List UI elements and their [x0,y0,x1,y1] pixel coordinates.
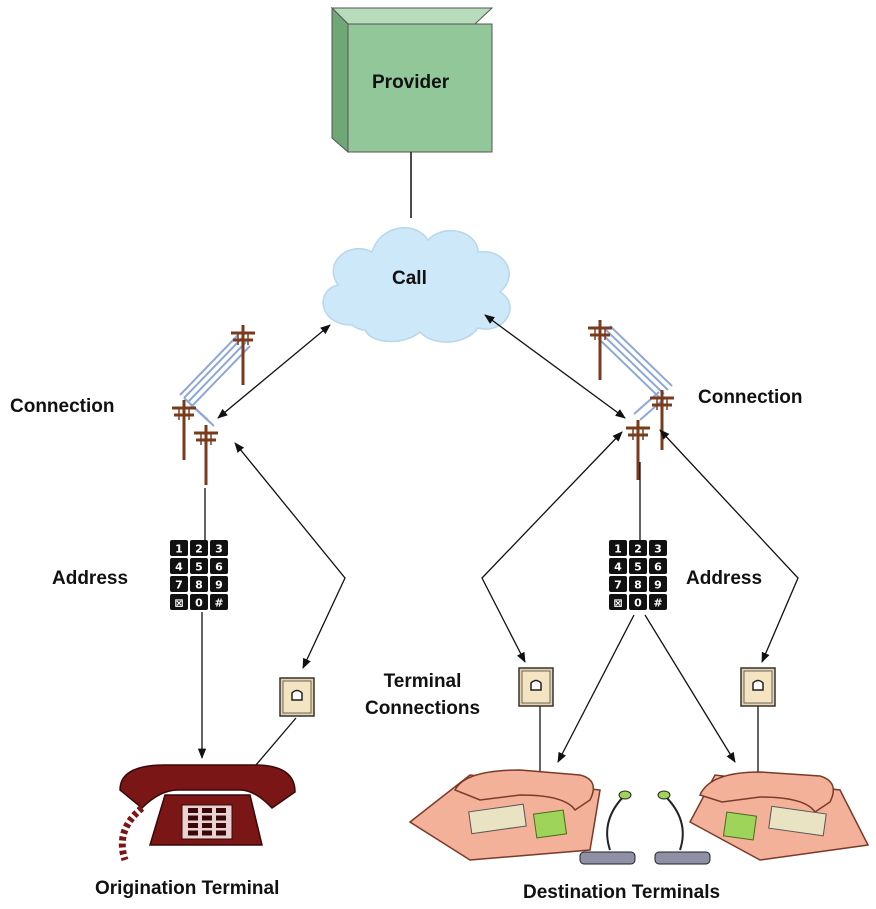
keypad-key [629,576,647,592]
keypad-key [629,558,647,574]
phone-button [216,830,226,836]
telephone-pole-icon [170,323,257,487]
rotary-phone-icon [118,764,296,862]
phone-button [216,815,226,821]
terminal-connections-label: Terminal Connections [360,668,485,722]
keypad-key [629,594,647,610]
keypad-key-label: ⊠ [174,597,183,610]
provider-label: Provider [372,72,450,93]
keypad-key-label: # [214,597,223,610]
desk-phone-icon [688,771,870,861]
keypad-key [609,576,627,592]
keypad-key [649,576,667,592]
keypad-key [190,558,208,574]
address-label-right: Address [686,568,763,589]
keypad-key-label: ⊠ [613,597,622,610]
keypad-key-label: 0 [195,597,203,610]
keypad-key [609,558,627,574]
phone-button [202,830,212,836]
keypad-key-label: 4 [175,561,183,574]
keypad-key-label: # [653,597,662,610]
keypad-key-label: 3 [654,543,662,556]
address-label-left: Address [52,568,129,589]
keypad-key [609,540,627,556]
keypad-key-label: 5 [634,561,642,574]
keypad-key-label: 3 [215,543,223,556]
keypad-key [170,540,188,556]
phone-button [188,830,198,836]
keypad-key [649,540,667,556]
keypad-key [210,540,228,556]
destination-terminals-label: Destination Terminals [523,882,721,903]
call-label: Call [392,268,427,289]
connection-label-right: Connection [698,387,803,408]
keypad-key [609,594,627,610]
keypad-key [649,558,667,574]
keypad-key [210,594,228,610]
keypad-key [210,558,228,574]
cloud-icon [322,227,511,343]
keypad-key [170,558,188,574]
keypad-key [170,576,188,592]
keypad-key [170,594,188,610]
keypad-key-label: 9 [654,579,662,592]
terminal-connections-line1: Terminal [383,671,462,692]
headset-icon [654,790,711,865]
keypad-key [629,540,647,556]
connection-label-left: Connection [10,396,115,417]
keypad-key [190,540,208,556]
phone-button [202,815,212,821]
headset-icon [579,790,636,865]
wall-jack-icon [518,667,554,707]
phone-button [188,808,198,813]
terminal-connections-line2: Connections [364,698,481,719]
wall-jack-icon [740,667,776,707]
keypad-key [210,576,228,592]
keypad-key-label: 2 [195,543,203,556]
keypad-key-label: 2 [634,543,642,556]
keypad-key-label: 1 [614,543,622,556]
keypad-key-label: 9 [215,579,223,592]
cube-icon [330,6,494,154]
phone-button [216,823,226,828]
wall-jack-icon [279,677,315,717]
origination-terminal-label: Origination Terminal [95,878,280,899]
keypad-key [190,576,208,592]
keypad-key-label: 4 [614,561,622,574]
phone-button [188,823,198,828]
phone-button [188,815,198,821]
phone-button [216,808,226,813]
keypad-key-label: 0 [634,597,642,610]
keypad-key-label: 6 [215,561,223,574]
keypad-key-label: 6 [654,561,662,574]
phone-button [202,823,212,828]
phone-button [202,808,212,813]
keypad-key-label: 8 [195,579,203,592]
keypad-key-label: 1 [175,543,183,556]
desk-phone-icon [408,769,601,861]
keypad-key-label: 8 [634,579,642,592]
keypad-key [649,594,667,610]
keypad-key-label: 5 [195,561,203,574]
keypad-key-label: 7 [614,579,622,592]
keypad-key-label: 7 [175,579,183,592]
keypad-key [190,594,208,610]
